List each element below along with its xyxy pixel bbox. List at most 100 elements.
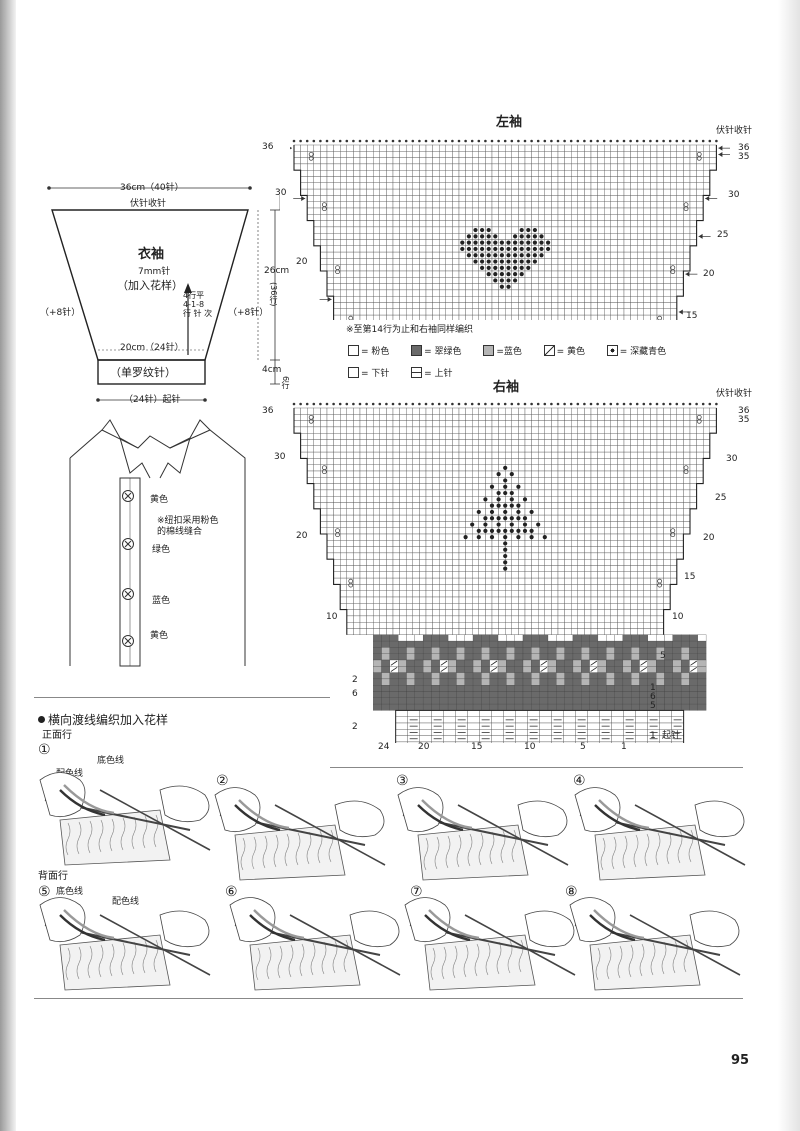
legend-item: = 粉色	[348, 345, 389, 357]
band-cell	[631, 691, 640, 698]
heart-dot	[499, 284, 504, 289]
band-cell	[606, 685, 615, 692]
band-cell	[389, 640, 399, 648]
band-cell	[389, 685, 399, 692]
rib-cell	[611, 716, 624, 724]
band-cell	[564, 678, 574, 686]
tree-dot	[529, 528, 534, 533]
rib-cell	[443, 729, 456, 736]
band-cell	[631, 653, 640, 661]
stitch	[109, 818, 115, 852]
band-cell	[614, 666, 624, 673]
band-cell	[389, 697, 399, 705]
hand	[334, 800, 385, 838]
sleeve-title: 衣袖	[138, 247, 165, 262]
tree-dot	[516, 484, 521, 489]
rib-cell	[599, 741, 612, 743]
bind-off-mark	[602, 139, 606, 143]
tree-dot	[536, 522, 541, 527]
bind-off-mark	[523, 402, 527, 406]
left-row-label: 36	[262, 406, 274, 416]
tree-dot	[489, 484, 495, 489]
rib-cell	[611, 741, 624, 743]
band-cell	[622, 678, 632, 686]
bind-off-mark	[616, 139, 619, 143]
hand	[689, 910, 740, 948]
rib-cell	[443, 716, 456, 724]
arrow-head	[685, 271, 690, 277]
tree-dot	[483, 522, 488, 527]
band-cell	[481, 647, 490, 654]
right-row-label: 36	[738, 406, 750, 416]
band-cell	[431, 634, 440, 642]
bind-off-mark	[292, 139, 296, 143]
band-cell	[472, 678, 482, 686]
heart-dot	[473, 259, 478, 264]
band-cell	[381, 659, 390, 667]
band-cell	[531, 659, 540, 667]
stitch	[76, 946, 82, 980]
rib-cell	[515, 729, 528, 736]
page-number: 95	[731, 1053, 750, 1068]
band-cell	[406, 685, 415, 692]
band-cell	[414, 691, 424, 698]
bind-off-mark	[484, 402, 487, 406]
band-cell	[647, 647, 657, 654]
heart-dot	[519, 227, 524, 233]
arrow-head	[301, 196, 306, 202]
band-cell	[564, 685, 574, 692]
band-cell	[680, 697, 690, 705]
rib-cell	[611, 735, 624, 743]
band-cell	[547, 685, 557, 692]
rib-cell	[515, 722, 528, 730]
band-cell	[431, 703, 440, 711]
band-cell	[631, 685, 640, 692]
bind-off-mark	[550, 402, 553, 406]
rib-cell	[635, 741, 648, 743]
band-cell	[381, 666, 390, 673]
tree-dot	[489, 535, 495, 540]
rib-cell	[659, 710, 672, 717]
band-cell	[581, 697, 590, 705]
band-cell	[647, 659, 657, 667]
band-cell	[639, 691, 648, 698]
right-row-label: 1	[650, 683, 656, 693]
button-icon	[122, 490, 134, 502]
band-cell	[597, 691, 607, 698]
heart-dot	[466, 234, 471, 239]
band-cell	[439, 691, 449, 698]
rib-cell	[467, 729, 480, 736]
band-cell	[639, 678, 648, 686]
right-sleeve-chart	[292, 402, 718, 743]
rib-cell	[635, 710, 648, 717]
band-cell	[514, 647, 524, 654]
yellow-stitch	[590, 666, 598, 672]
sleeve-pattern: （加入花样）	[117, 279, 183, 292]
bind-off-mark	[622, 402, 626, 406]
band-cell	[631, 703, 640, 711]
bind-off-mark	[497, 402, 500, 406]
bind-off-mark	[305, 139, 309, 143]
step-illustration	[214, 787, 386, 881]
stitch	[655, 832, 661, 866]
chart-edge	[663, 408, 717, 635]
hand	[39, 772, 86, 818]
tree-dot	[503, 528, 508, 533]
band-cell	[597, 640, 607, 648]
yellow-stitch	[640, 666, 648, 672]
band-cell	[589, 653, 599, 661]
heart-dot	[480, 240, 485, 245]
stitch	[600, 837, 606, 871]
band-cell	[672, 672, 682, 680]
band-cell	[406, 647, 415, 654]
bind-off-mark	[424, 139, 428, 143]
hand	[229, 897, 276, 943]
rib-cell	[635, 716, 648, 724]
heart-dot	[499, 246, 504, 252]
band-cell	[697, 659, 707, 667]
heart-dot	[499, 259, 504, 264]
bind-off-mark	[642, 402, 646, 406]
heart-dot	[519, 272, 524, 277]
rib-rows: 6行	[281, 376, 290, 390]
needle	[629, 914, 741, 976]
